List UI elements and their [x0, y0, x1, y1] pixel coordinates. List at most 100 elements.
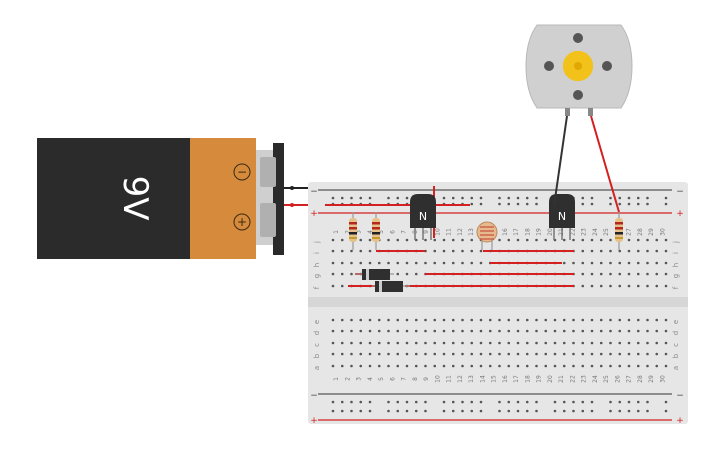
breadboard-hole[interactable] [498, 202, 501, 206]
breadboard-hole[interactable] [627, 400, 631, 404]
breadboard-hole[interactable] [470, 318, 474, 322]
breadboard-hole[interactable] [609, 341, 612, 345]
breadboard-hole[interactable] [368, 318, 372, 322]
breadboard-hole[interactable] [424, 341, 427, 345]
breadboard-hole[interactable] [479, 364, 483, 368]
breadboard-hole[interactable] [627, 352, 631, 356]
breadboard-hole[interactable] [479, 318, 483, 322]
breadboard-hole[interactable] [498, 409, 501, 413]
breadboard-hole[interactable] [562, 409, 566, 413]
breadboard-hole[interactable] [618, 272, 622, 276]
breadboard-hole[interactable] [590, 238, 594, 242]
breadboard-hole[interactable] [433, 261, 437, 265]
breadboard-hole[interactable] [377, 261, 381, 265]
breadboard-hole[interactable] [618, 341, 622, 345]
breadboard-hole[interactable] [414, 272, 418, 276]
breadboard-hole[interactable] [414, 329, 418, 333]
breadboard-hole[interactable] [507, 329, 511, 333]
breadboard-hole[interactable] [331, 329, 335, 333]
breadboard-hole[interactable] [442, 400, 446, 404]
jumper-wires[interactable] [325, 186, 574, 287]
breadboard-hole[interactable] [664, 238, 668, 242]
breadboard-hole[interactable] [479, 249, 483, 253]
breadboard-hole[interactable] [599, 329, 603, 333]
breadboard-hole[interactable] [461, 261, 464, 265]
breadboard-hole[interactable] [655, 352, 659, 356]
breadboard-hole[interactable] [646, 249, 649, 253]
breadboard-hole[interactable] [405, 318, 409, 322]
breadboard-hole[interactable] [433, 249, 437, 253]
breadboard-hole[interactable] [470, 329, 474, 333]
breadboard-hole[interactable] [664, 341, 668, 345]
breadboard-hole[interactable] [396, 196, 400, 200]
breadboard-hole[interactable] [581, 261, 585, 265]
breadboard-hole[interactable] [535, 202, 538, 206]
breadboard-hole[interactable] [525, 238, 529, 242]
breadboard-hole[interactable] [498, 364, 501, 368]
breadboard-hole[interactable] [414, 409, 418, 413]
breadboard-hole[interactable] [627, 202, 631, 206]
breadboard-hole[interactable] [655, 249, 659, 253]
breadboard-hole[interactable] [636, 261, 640, 265]
breadboard-hole[interactable] [396, 364, 400, 368]
breadboard-hole[interactable] [470, 409, 474, 413]
breadboard-hole[interactable] [655, 272, 659, 276]
breadboard-hole[interactable] [627, 249, 631, 253]
photoresistor[interactable] [476, 221, 498, 250]
breadboard-hole[interactable] [350, 196, 353, 200]
breadboard-hole[interactable] [562, 238, 566, 242]
breadboard-hole[interactable] [664, 272, 668, 276]
breadboard-hole[interactable] [664, 196, 668, 200]
diode-1[interactable] [355, 269, 394, 280]
breadboard-hole[interactable] [414, 318, 418, 322]
breadboard-hole[interactable] [396, 261, 400, 265]
breadboard-hole[interactable] [572, 400, 575, 404]
breadboard-hole[interactable] [581, 284, 585, 288]
breadboard-hole[interactable] [470, 352, 474, 356]
resistor-2[interactable] [372, 212, 380, 250]
breadboard-hole[interactable] [340, 318, 344, 322]
breadboard-hole[interactable] [636, 352, 640, 356]
breadboard-hole[interactable] [590, 341, 594, 345]
breadboard-hole[interactable] [590, 272, 594, 276]
breadboard-hole[interactable] [488, 329, 492, 333]
breadboard-hole[interactable] [609, 196, 612, 200]
breadboard-hole[interactable] [627, 272, 631, 276]
breadboard-hole[interactable] [609, 284, 612, 288]
breadboard-hole[interactable] [516, 196, 520, 200]
breadboard-hole[interactable] [350, 352, 353, 356]
breadboard-hole[interactable] [581, 409, 585, 413]
breadboard-hole[interactable] [655, 364, 659, 368]
breadboard-hole[interactable] [599, 352, 603, 356]
breadboard-hole[interactable] [562, 329, 566, 333]
breadboard-hole[interactable] [618, 409, 622, 413]
breadboard-hole[interactable] [599, 318, 603, 322]
breadboard-hole[interactable] [396, 318, 400, 322]
breadboard-hole[interactable] [627, 329, 631, 333]
breadboard-hole[interactable] [553, 400, 557, 404]
breadboard-hole[interactable] [368, 249, 372, 253]
breadboard-hole[interactable] [646, 329, 649, 333]
breadboard-hole[interactable] [627, 238, 631, 242]
breadboard-hole[interactable] [572, 352, 575, 356]
breadboard-hole[interactable] [581, 249, 585, 253]
breadboard-hole[interactable] [590, 400, 594, 404]
breadboard-hole[interactable] [405, 352, 409, 356]
breadboard-hole[interactable] [461, 329, 464, 333]
breadboard-hole[interactable] [368, 341, 372, 345]
breadboard-hole[interactable] [636, 272, 640, 276]
breadboard-hole[interactable] [636, 196, 640, 200]
breadboard-hole[interactable] [553, 352, 557, 356]
breadboard-hole[interactable] [387, 261, 390, 265]
breadboard-hole[interactable] [396, 400, 400, 404]
breadboard-hole[interactable] [646, 400, 649, 404]
breadboard-hole[interactable] [535, 364, 538, 368]
breadboard-hole[interactable] [424, 364, 427, 368]
breadboard-hole[interactable] [664, 364, 668, 368]
breadboard-hole[interactable] [544, 352, 548, 356]
breadboard-hole[interactable] [562, 318, 566, 322]
breadboard-hole[interactable] [655, 261, 659, 265]
breadboard-hole[interactable] [525, 329, 529, 333]
breadboard-hole[interactable] [609, 249, 612, 253]
breadboard-hole[interactable] [618, 261, 622, 265]
